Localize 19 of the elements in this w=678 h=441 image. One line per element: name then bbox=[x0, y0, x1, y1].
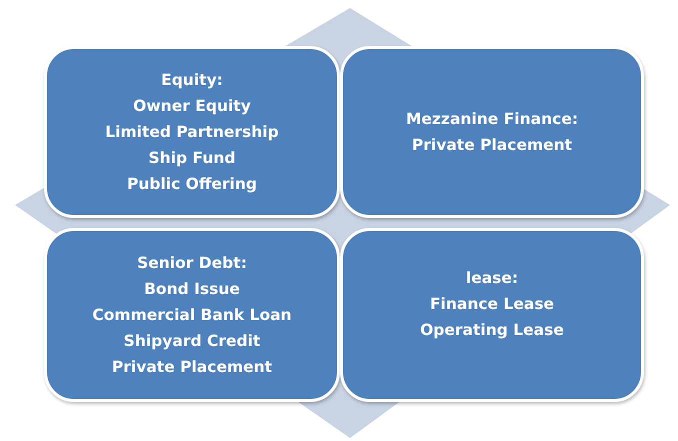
list-item: Limited Partnership bbox=[105, 122, 279, 143]
list-item: Private Placement bbox=[412, 135, 572, 156]
panel-heading: Senior Debt: bbox=[137, 253, 247, 274]
list-item: Shipyard Credit bbox=[124, 331, 260, 352]
panel-heading: Equity: bbox=[161, 70, 223, 91]
panel-heading: Mezzanine Finance: bbox=[406, 109, 578, 130]
panel-heading: lease: bbox=[466, 268, 518, 289]
list-item: Public Offering bbox=[126, 174, 258, 195]
rounded-panel bbox=[44, 46, 340, 218]
list-item: Operating Lease bbox=[420, 320, 564, 341]
list-item: Owner Equity bbox=[133, 96, 251, 117]
list-item: Finance Lease bbox=[430, 294, 554, 315]
list-item: Commercial Bank Loan bbox=[92, 305, 292, 326]
rounded-panel bbox=[44, 228, 340, 402]
rounded-panel bbox=[340, 228, 644, 402]
list-item: Bond Issue bbox=[144, 279, 240, 300]
list-item: Private Placement bbox=[112, 357, 272, 378]
rounded-panel bbox=[340, 46, 644, 218]
list-item: Ship Fund bbox=[148, 148, 236, 169]
